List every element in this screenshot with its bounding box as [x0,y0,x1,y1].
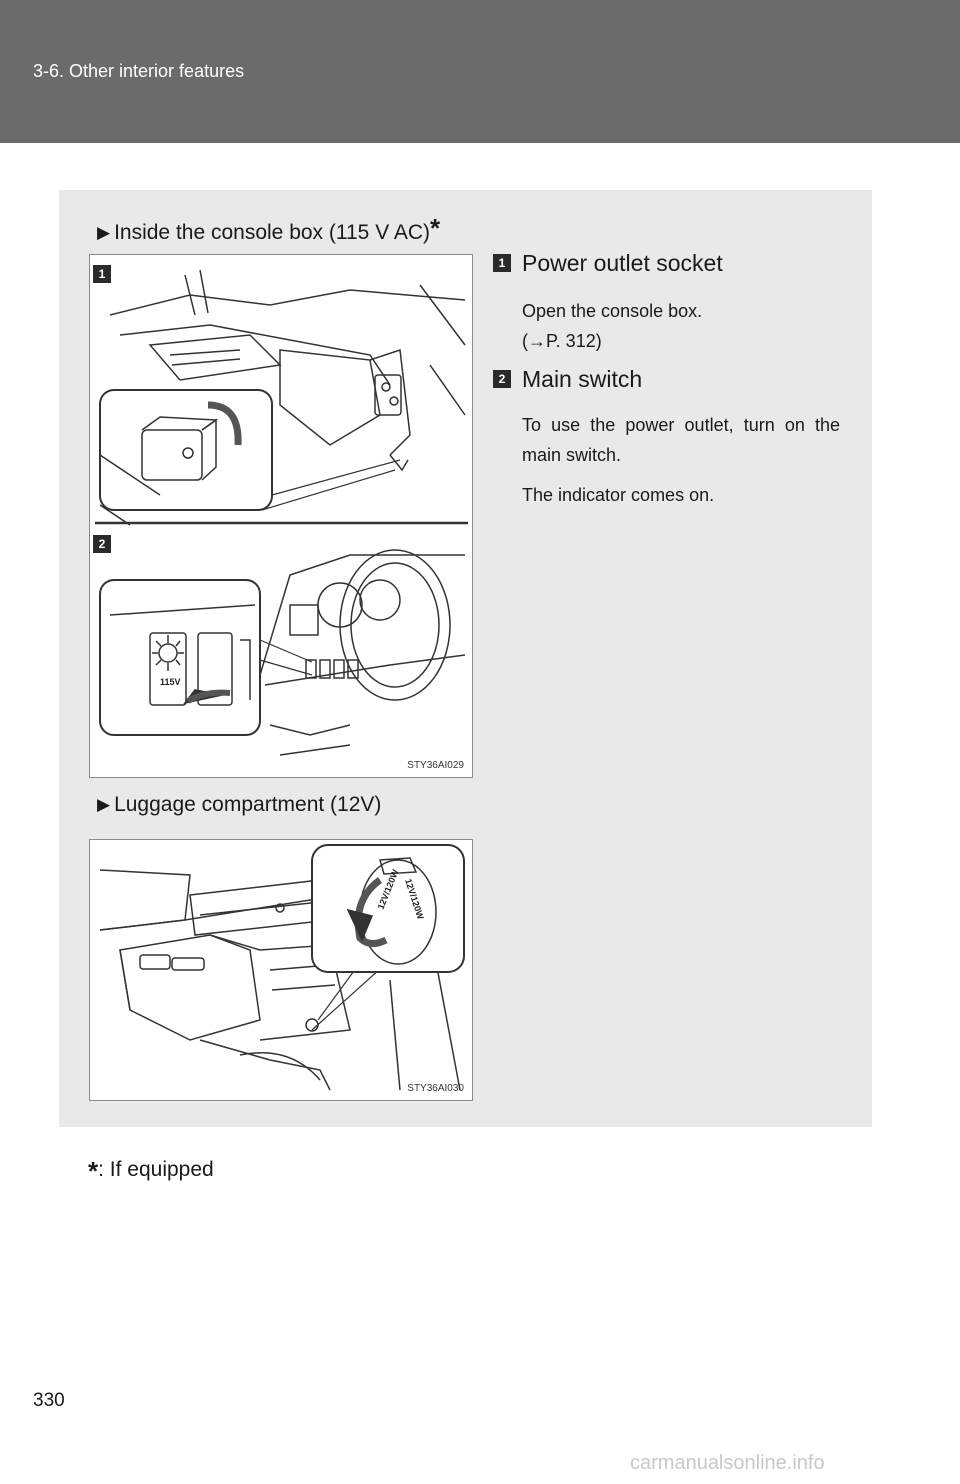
pointer-triangle-icon: ▶ [97,795,111,814]
figure2-code: STY36AI030 [407,1083,464,1094]
figure-badge-1: 1 [93,265,111,283]
page-header: 3-6. Other interior features [0,0,960,143]
item-title-main-switch: Main switch [522,366,643,392]
page-number: 330 [33,1390,65,1411]
item-badge-1: 1 [493,254,511,272]
footnote-marker: * [88,1156,99,1186]
item-text-turn-on-switch: To use the power outlet, turn on the mai… [522,415,840,465]
item-title-power-outlet: Power outlet socket [522,250,723,276]
console-outlet-illustration: 115V 1 2 STY36AI029 [89,254,473,778]
pointer-triangle-icon: ▶ [97,223,111,242]
figure1-code: STY36AI029 [407,760,464,771]
section1-heading: ▶Inside the console box (115 V AC)* [97,213,441,244]
equipment-footnote-marker: * [430,213,441,243]
inset-voltage-label: 115V [160,677,181,687]
console-outlet-drawing: 115V [95,269,468,756]
footnote: *: If equipped [88,1156,214,1186]
luggage-outlet-illustration: 12V/120W 12V/120W STY36AI030 [89,839,473,1101]
section2-heading: ▶Luggage compartment (12V) [97,793,382,816]
watermark-text: carmanualsonline.info [630,1452,825,1474]
luggage-outlet-drawing: 12V/120W 12V/120W [99,844,465,1091]
item-badge-2: 2 [493,370,511,388]
section-title: 3-6. Other interior features [33,61,245,81]
figure-badge-2: 2 [93,535,111,553]
item-text-open-console: Open the console box. (→P. 312) [522,301,703,351]
item-text-indicator: The indicator comes on. [522,485,715,505]
